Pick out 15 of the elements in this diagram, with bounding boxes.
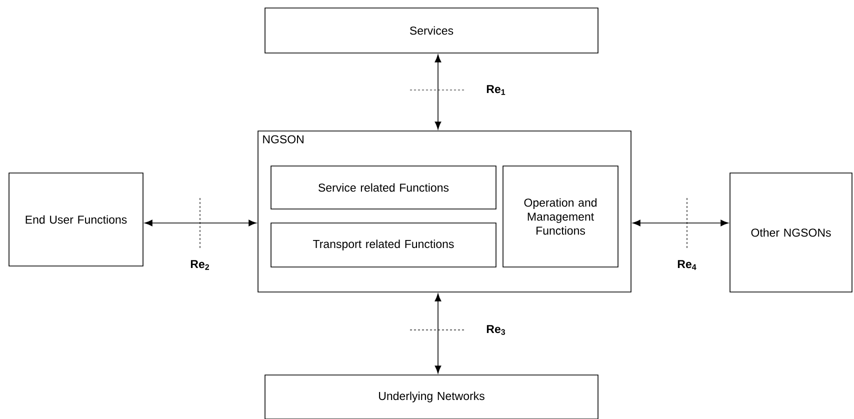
edge-label: Re$_{1}$: [486, 85, 506, 95]
edge-label: Re$_{4}$: [678, 260, 696, 270]
edge-label: Re$_{2}$: [190, 260, 210, 270]
function-box: Service related Functions: [270, 166, 496, 210]
arrow: [434, 54, 442, 130]
function-box: Other NGSONs: [730, 172, 852, 292]
function-box: Underlying Networks: [264, 374, 598, 419]
function-box: Operation and Management Functions: [502, 166, 618, 268]
arrow: [144, 220, 256, 226]
edge-label: Re$_{3}$: [486, 325, 506, 335]
function-box: End User Functions: [8, 172, 144, 266]
function-box: Services: [264, 8, 598, 54]
arrow: [632, 220, 728, 226]
arrow: [434, 294, 442, 374]
function-box: Transport related Functions: [270, 222, 496, 268]
